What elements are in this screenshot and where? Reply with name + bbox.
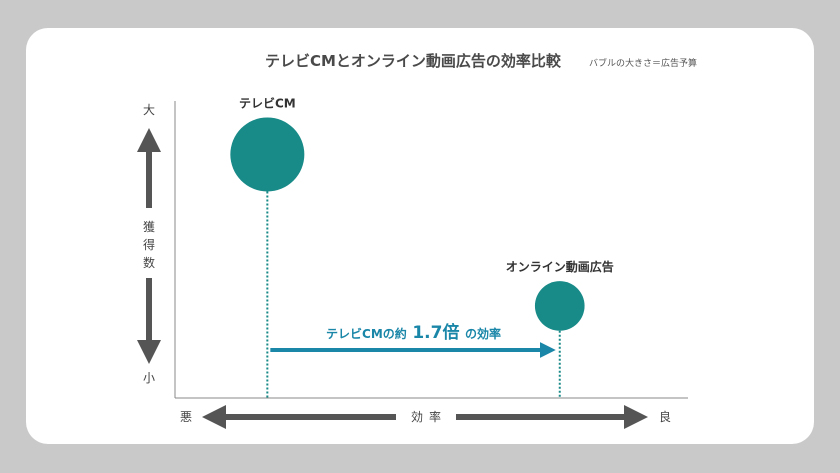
data-marks: テレビCM オンライン動画広告: [230, 95, 614, 398]
chart-card: [26, 28, 814, 444]
callout-suffix: の効率: [465, 326, 501, 341]
y-axis-low-label: 小: [143, 371, 155, 385]
x-axis-low-label: 悪: [180, 410, 192, 424]
x-axis-high-label: 良: [659, 409, 671, 424]
bubble-label-2: オンライン動画広告: [506, 259, 614, 274]
y-axis-high-label: 大: [143, 103, 155, 117]
chart-title: テレビCMとオンライン動画広告の効率比較: [265, 52, 562, 70]
chart-subtitle: バブルの大きさ＝広告予算: [589, 57, 697, 69]
x-axis-label-char-2: 率: [429, 409, 441, 424]
x-axis-label-char-1: 効: [411, 409, 423, 424]
bubble-1: [230, 117, 305, 192]
y-axis-label-char-3: 数: [143, 255, 155, 270]
y-axis-label-char-2: 得: [143, 237, 155, 252]
callout-prefix: テレビCMの約: [326, 326, 407, 341]
efficiency-callout: テレビCMの約 1.7倍 の効率: [326, 322, 501, 343]
callout-value: 1.7倍: [412, 322, 459, 343]
bubble-label-1: テレビCM: [239, 95, 296, 110]
bubble-2: [534, 281, 585, 331]
y-axis-label-char-1: 獲: [143, 220, 155, 234]
